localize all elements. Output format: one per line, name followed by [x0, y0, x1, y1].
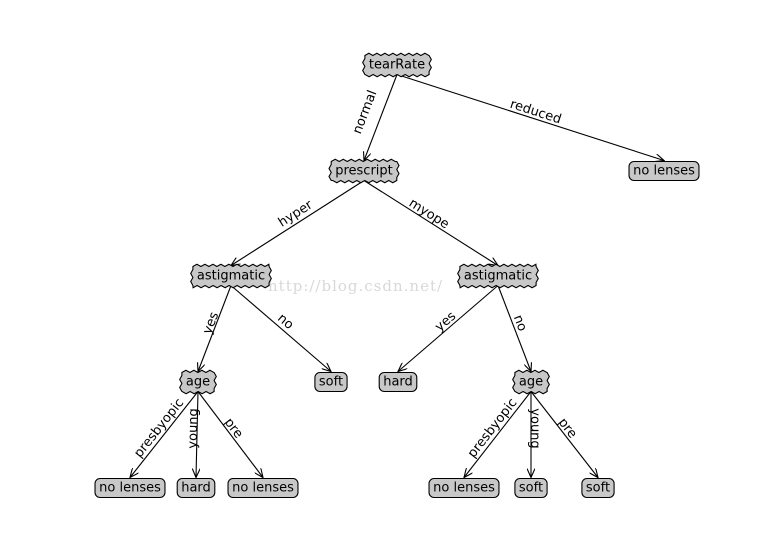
node-label: hard: [181, 481, 211, 496]
edge-label: no: [274, 311, 296, 333]
leaf-node-nolenses-l1: no lenses: [94, 477, 166, 499]
decision-node-astig-hyper: astigmatic: [190, 263, 272, 289]
edge-label: myope: [406, 196, 452, 233]
edge-label: presbyopic: [131, 396, 187, 461]
edge-arrow: [196, 391, 198, 478]
edge-arrow: [363, 180, 498, 266]
node-label: no lenses: [433, 481, 495, 496]
leaf-node-soft-r2: soft: [581, 477, 615, 499]
leaf-box: [176, 477, 216, 499]
leaf-box: [428, 477, 500, 499]
edge-astig-myope-to-hard-right: yes: [398, 285, 499, 372]
leaf-node-hard-right: hard: [378, 371, 418, 393]
leaf-node-nolenses-l2: no lenses: [227, 477, 299, 499]
decision-box: [179, 369, 217, 395]
decision-box: [362, 52, 432, 78]
edge-arrow: [396, 73, 664, 161]
edge-label: yes: [200, 310, 222, 337]
node-label: hard: [383, 375, 413, 390]
watermark-text: http://blog.csdn.net/: [268, 277, 443, 295]
edge-tearRate-to-nolenses-reduced: reduced: [396, 73, 664, 161]
node-label: prescript: [335, 164, 393, 179]
leaf-node-soft-left: soft: [314, 371, 348, 393]
leaf-box: [514, 477, 548, 499]
node-label: astigmatic: [464, 269, 532, 284]
edge-label: pre: [221, 415, 246, 441]
edge-astig-myope-to-age-right: no: [497, 285, 531, 372]
decision-node-astig-myope: astigmatic: [457, 263, 539, 289]
decision-node-age-left: age: [179, 369, 217, 395]
edge-prescript-to-astig-myope: myope: [363, 180, 498, 266]
node-label: no lenses: [232, 481, 294, 496]
edge-arrow: [530, 391, 598, 478]
leaf-node-nolenses-r: no lenses: [428, 477, 500, 499]
edge-astig-hyper-to-age-left: yes: [198, 285, 232, 372]
leaf-box: [628, 160, 700, 182]
edge-arrow: [497, 285, 531, 372]
leaf-node-nolenses-reduced: no lenses: [628, 160, 700, 182]
leaf-box: [581, 477, 615, 499]
leaf-node-hard-l: hard: [176, 477, 216, 499]
edge-label: young: [527, 408, 542, 448]
edge-arrow: [464, 391, 532, 478]
edge-arrow: [130, 391, 199, 478]
node-label: soft: [319, 375, 343, 390]
node-label: age: [519, 375, 543, 390]
decision-box: [328, 158, 400, 184]
node-label: soft: [586, 481, 610, 496]
node-label: no lenses: [99, 481, 161, 496]
edge-arrow: [398, 285, 499, 372]
edge-arrow: [230, 285, 331, 372]
leaf-box: [94, 477, 166, 499]
node-label: age: [186, 375, 210, 390]
node-label: soft: [519, 481, 543, 496]
edge-label: yes: [432, 309, 459, 335]
node-label: no lenses: [633, 164, 695, 179]
leaf-node-soft-r1: soft: [514, 477, 548, 499]
edge-arrow: [364, 74, 398, 161]
edge-arrow: [198, 285, 232, 372]
nodes-layer: tearRate prescript no lenses astigmatic asti…: [94, 52, 700, 499]
decision-box: [457, 263, 539, 289]
edge-age-right-to-soft-r1: young: [527, 391, 542, 478]
edge-label: young: [186, 408, 202, 449]
edge-age-right-to-nolenses-r: presbyopic: [464, 391, 532, 478]
decision-node-tearRate: tearRate: [362, 52, 432, 78]
leaf-box: [314, 371, 348, 393]
edge-label: presbyopic: [465, 396, 520, 461]
edge-age-left-to-nolenses-l2: pre: [197, 391, 263, 478]
leaf-box: [227, 477, 299, 499]
edge-label: reduced: [508, 97, 563, 128]
decision-box: [512, 369, 550, 395]
edge-astig-hyper-to-soft-left: no: [230, 285, 331, 372]
decision-node-prescript: prescript: [328, 158, 400, 184]
edge-arrow: [197, 391, 263, 478]
leaf-box: [378, 371, 418, 393]
edge-arrow: [231, 180, 365, 266]
node-label: astigmatic: [197, 269, 265, 284]
edge-age-left-to-hard-l: young: [186, 391, 202, 478]
edge-prescript-to-astig-hyper: hyper: [231, 180, 365, 266]
decision-node-age-right: age: [512, 369, 550, 395]
edge-label: pre: [555, 415, 580, 441]
node-label: tearRate: [369, 58, 425, 73]
edge-label: no: [510, 313, 530, 334]
edge-tearRate-to-prescript: normal: [350, 74, 398, 161]
edge-label: hyper: [276, 197, 316, 230]
decision-box: [190, 263, 272, 289]
